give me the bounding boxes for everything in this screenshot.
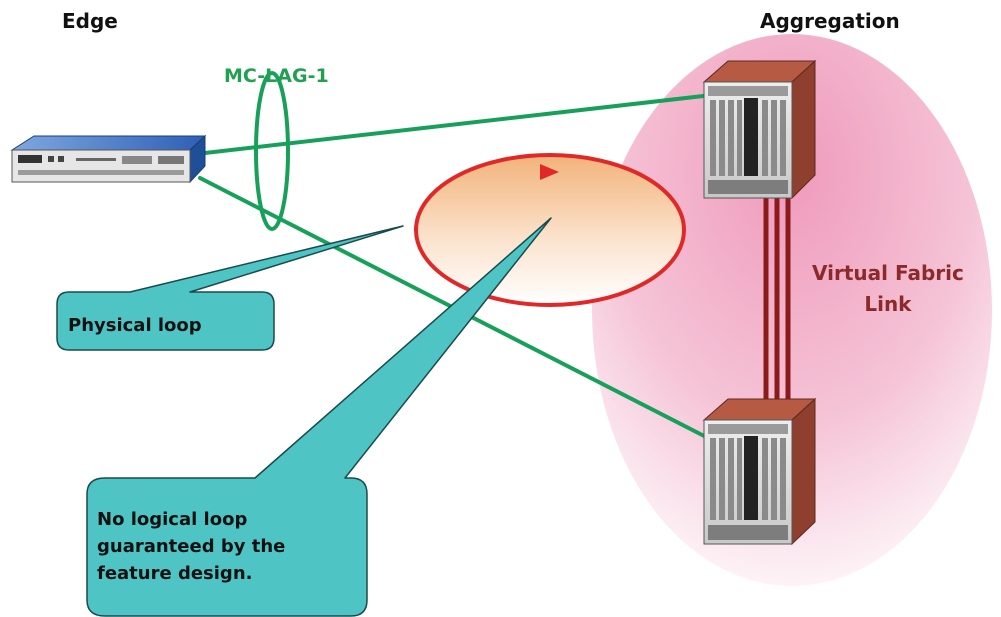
logical-loop-callout-text: No logical loop guaranteed by the featur…: [97, 509, 286, 584]
physical-loop-ellipse: [414, 153, 686, 307]
physical-loop-callout: [56, 225, 404, 351]
edge-heading: Edge: [62, 9, 118, 33]
mclag-label: MC-LAG-1: [224, 65, 329, 87]
vfl-label-line1: Virtual Fabric: [812, 261, 964, 285]
aggregation-heading: Aggregation: [760, 9, 900, 33]
virtual-fabric-link: [763, 196, 791, 403]
aggregation-zone: [592, 34, 992, 586]
virtual-fabric-link-label: Virtual Fabric Link: [812, 258, 964, 320]
physical-loop-callout-text: Physical loop: [68, 315, 202, 336]
logical-loop-callout: [86, 217, 552, 617]
vfl-label-line2: Link: [864, 292, 912, 316]
loop-arrow-icon: [540, 164, 559, 180]
edge-switch-icon: [10, 134, 207, 184]
aggregation-chassis-bottom: [702, 397, 817, 546]
aggregation-chassis-top: [702, 59, 817, 200]
mclag-ring: [254, 71, 290, 231]
